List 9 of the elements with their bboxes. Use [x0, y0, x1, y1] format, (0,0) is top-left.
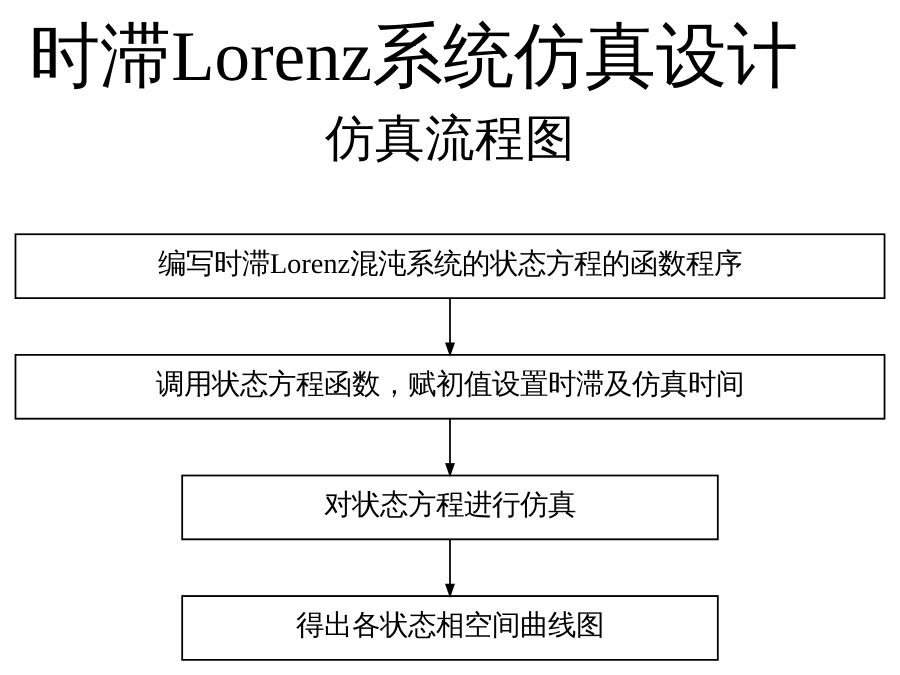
arrow [445, 418, 455, 477]
arrow [445, 298, 455, 356]
diagram-title: 时滞Lorenz系统仿真设计 [29, 17, 798, 96]
node-box: 编写时滞Lorenz混沌系统的状态方程的函数程序 [14, 232, 886, 298]
label: 仿真流程图 [325, 110, 575, 166]
node-box: 得出各状态相空间曲线图 [181, 594, 719, 660]
node-box: 调用状态方程函数，赋初值设置时滞及仿真时间 [14, 353, 886, 420]
node-box: 对状态方程进行仿真 [181, 474, 719, 540]
arrow [445, 539, 455, 598]
